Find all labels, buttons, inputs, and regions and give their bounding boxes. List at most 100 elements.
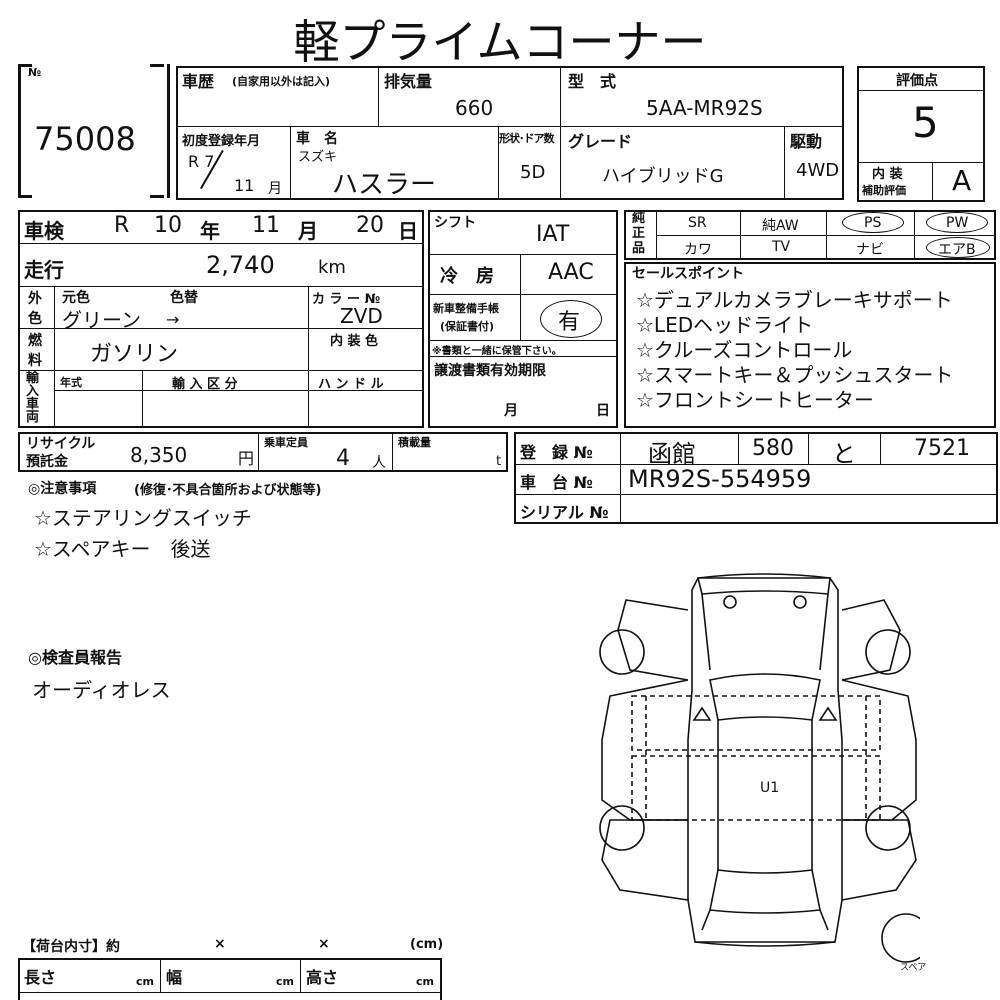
chassis-value: MR92S-554959 xyxy=(628,465,812,493)
car-diagram xyxy=(599,573,920,963)
displacement-value: 660 xyxy=(455,96,494,120)
note-item: ☆スペアキー 後送 xyxy=(34,537,211,561)
mileage-value: 2,740 xyxy=(206,251,275,279)
sales-item: ☆フロントシートヒーター xyxy=(636,388,874,412)
car-maker: スズキ xyxy=(298,150,338,165)
genuine-airbag-circle xyxy=(926,237,990,258)
shape-value: 5D xyxy=(520,162,546,183)
displacement-label: 排気量 xyxy=(384,72,433,91)
cargo-x1: × xyxy=(214,936,226,952)
first-reg-label: 初度登録年月 xyxy=(182,134,261,149)
model-value: 5AA-MR92S xyxy=(646,96,763,120)
registration-box xyxy=(514,432,998,524)
interior-color-label: 内 装 色 xyxy=(330,334,379,349)
transfer-label: 譲渡書類有効期限 xyxy=(434,363,546,379)
car-name-label: 車 名 xyxy=(296,131,338,147)
interior-score-value: A xyxy=(952,164,972,197)
sales-item: ☆スマートキー＆プッシュスタート xyxy=(636,363,954,387)
inspection-era: R xyxy=(114,213,130,238)
equipment-box xyxy=(428,210,618,428)
ac-label: 冷 房 xyxy=(440,266,494,287)
orig-color-label: 元色 xyxy=(62,290,90,306)
load-unit: t xyxy=(496,454,502,469)
manual-value: 有 xyxy=(558,310,581,335)
lot-number: 75008 xyxy=(34,120,136,158)
grade-value: ハイブリッドG xyxy=(602,166,724,187)
fuel-side-1: 燃 xyxy=(28,333,42,349)
manual-label-2: (保証書付) xyxy=(440,320,495,333)
sales-box xyxy=(624,262,996,428)
orig-color-value: グリーン xyxy=(62,308,141,332)
cargo-x2: × xyxy=(318,936,330,952)
sales-item: ☆デュアルカメラブレーキサポート xyxy=(636,288,953,312)
cargo-width-label: 幅 xyxy=(166,968,183,987)
notes-label: ◎注意事項 xyxy=(28,481,97,497)
car-name: ハスラー xyxy=(332,170,437,200)
grade-label: グレード xyxy=(568,132,633,151)
cargo-width-cm: cm xyxy=(276,975,294,988)
genuine-pw-circle xyxy=(926,212,988,233)
capacity-unit: 人 xyxy=(372,455,386,471)
first-reg-month-unit: 月 xyxy=(268,181,282,197)
color-code-value: ZVD xyxy=(340,304,383,328)
inspection-day: 20 xyxy=(356,213,384,238)
fuel-value: ガソリン xyxy=(90,342,179,367)
cargo-box xyxy=(18,958,442,1000)
manual-circle xyxy=(540,300,602,338)
genuine-ps-circle xyxy=(842,212,904,233)
score-value: 5 xyxy=(912,98,939,147)
cargo-length-label: 長さ xyxy=(24,968,57,987)
shape-label: 形状･ドア数 xyxy=(499,132,554,145)
capacity-value: 4 xyxy=(336,446,350,471)
genuine-tv: TV xyxy=(772,239,791,255)
first-reg-month: 11 xyxy=(234,176,255,195)
history-label: 車歴 xyxy=(182,72,215,91)
ac-value: AAC xyxy=(548,260,594,285)
color-code-label: カ ラ ー № xyxy=(312,292,381,307)
interior-score-label-2: 補助評価 xyxy=(862,184,906,197)
note-item: ☆ステアリングスイッチ xyxy=(34,506,252,530)
inspection-label: 車検 xyxy=(24,219,64,243)
color-side-2: 色 xyxy=(28,311,42,327)
genuine-aw: 純AW xyxy=(762,218,799,234)
recycle-box xyxy=(18,432,508,472)
inspection-month: 11 xyxy=(252,213,280,238)
cargo-height-label: 高さ xyxy=(306,968,339,987)
drive-value: 4WD xyxy=(796,160,840,181)
registration-label: 登 録 № xyxy=(520,443,593,462)
transfer-day-unit: 日 xyxy=(596,403,610,419)
cargo-length-cm: cm xyxy=(136,975,154,988)
genuine-navi: ナビ xyxy=(856,242,884,258)
cargo-height-cm: cm xyxy=(416,975,434,988)
inspection-day-unit: 日 xyxy=(398,219,418,243)
manual-note: ※書類と一緒に保管下さい。 xyxy=(432,346,562,357)
color-side-1: 外 xyxy=(28,291,42,307)
mileage-label: 走行 xyxy=(24,258,64,282)
page-title: 軽プライムコーナー xyxy=(293,15,707,69)
inspection-year-unit: 年 xyxy=(200,219,220,243)
capacity-label: 乗車定員 xyxy=(264,436,308,449)
sales-label: セールスポイント xyxy=(632,266,744,282)
registration-kana: と xyxy=(832,440,856,468)
drive-label: 駆動 xyxy=(790,132,823,151)
inspection-year: 10 xyxy=(154,213,182,238)
genuine-sr: SR xyxy=(688,215,707,231)
sales-item: ☆クルーズコントロール xyxy=(636,338,853,362)
genuine-leather: カワ xyxy=(684,242,712,258)
genuine-airbag: エアB xyxy=(938,242,976,258)
color-arrow: → xyxy=(166,310,180,329)
recycle-value: 8,350 xyxy=(130,443,188,467)
color-change-label: 色替 xyxy=(170,290,198,306)
score-box xyxy=(857,66,985,202)
interior-score-label-1: 内 装 xyxy=(872,167,903,182)
import-handle-label: ハ ン ド ル xyxy=(318,377,384,392)
spare-label: スペア xyxy=(900,963,927,973)
lot-bracket xyxy=(18,64,170,198)
inspection-month-unit: 月 xyxy=(298,219,318,243)
registration-class: 580 xyxy=(752,436,794,461)
damage-mark: U1 xyxy=(760,780,780,796)
manual-label-1: 新車整備手帳 xyxy=(433,302,499,315)
mileage-unit: km xyxy=(318,257,346,278)
registration-number: 7521 xyxy=(914,436,970,461)
cargo-unit: (cm) xyxy=(410,937,444,952)
